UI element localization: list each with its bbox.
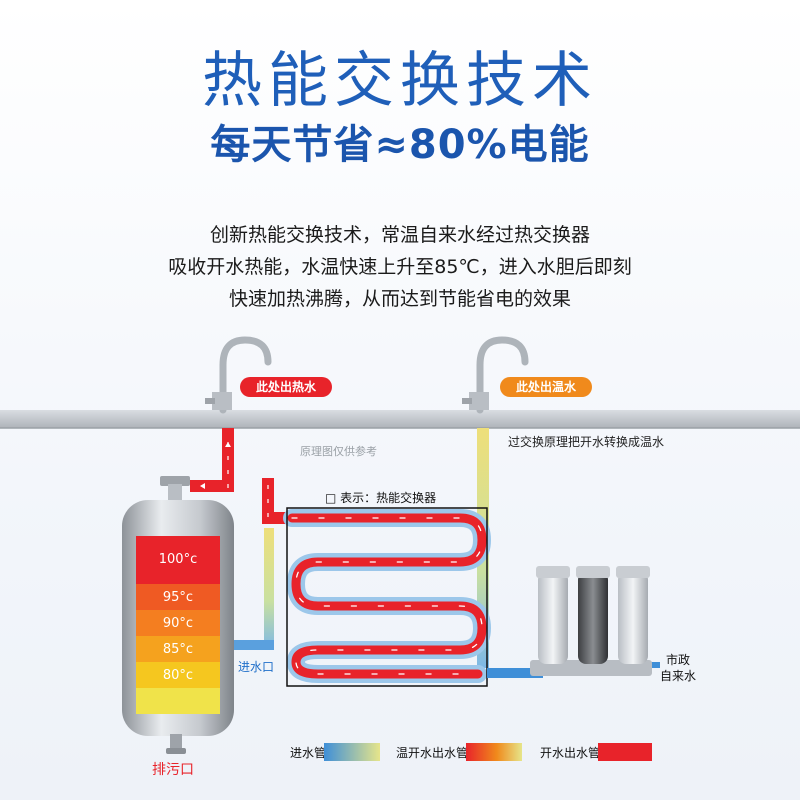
inlet-label: 进水口 bbox=[238, 660, 274, 674]
hot-outlet-badge bbox=[240, 377, 332, 397]
legend-hot-label: 开水出水管 bbox=[540, 745, 600, 760]
tank-level-95: 95°c bbox=[163, 590, 193, 605]
tank-level-90: 90°c bbox=[163, 616, 193, 631]
heat-exchanger-coil bbox=[283, 509, 491, 683]
warm-water-faucet bbox=[462, 336, 529, 414]
flow-arrow-icon bbox=[225, 442, 231, 447]
city-water-pipe bbox=[487, 668, 543, 678]
water-filter-unit bbox=[530, 566, 652, 676]
inlet-pipe bbox=[234, 640, 274, 650]
legend-inlet-swatch bbox=[324, 743, 380, 761]
description-line-1: 创新热能交换技术，常温自来水经过热交换器 bbox=[209, 224, 590, 246]
drain-label: 排污口 bbox=[152, 762, 194, 778]
page-subtitle: 每天节省≈80%电能 bbox=[210, 122, 590, 168]
page-title: 热能交换技术 bbox=[202, 46, 598, 116]
description-line-2: 吸收开水热能，水温快速上升至85℃，进入水胆后即刻 bbox=[168, 256, 632, 278]
heat-exchanger-box bbox=[286, 507, 488, 687]
city-water-label-line-2: 自来水 bbox=[660, 669, 696, 683]
hot-outlet-label: 此处出热水 bbox=[256, 379, 317, 394]
tank-level-80: 80°c bbox=[163, 668, 193, 683]
hot-water-faucet bbox=[205, 336, 272, 414]
legend-warm-label: 温开水出水管 bbox=[396, 745, 468, 760]
legend-hot-swatch bbox=[598, 743, 652, 761]
city-water-label-line-1: 市政 bbox=[666, 652, 690, 667]
exchanger-legend-label: □ 表示：热能交换器 bbox=[325, 490, 436, 505]
countertop bbox=[0, 410, 800, 428]
tank-level-85: 85°c bbox=[163, 642, 193, 657]
tank-level-100: 100°c bbox=[159, 552, 197, 567]
warm-outlet-label: 此处出温水 bbox=[516, 379, 577, 394]
legend-inlet-label: 进水管 bbox=[290, 745, 326, 760]
reference-note: 原理图仅供参考 bbox=[300, 444, 377, 458]
flow-arrow-icon bbox=[200, 483, 205, 489]
warm-outlet-badge bbox=[500, 377, 592, 397]
legend-warm-swatch bbox=[466, 743, 522, 761]
water-tank bbox=[122, 476, 234, 754]
inlet-pipe-riser bbox=[264, 528, 274, 650]
description-line-3: 快速加热沸腾，从而达到节能省电的效果 bbox=[228, 288, 571, 310]
exchange-description: 过交换原理把开水转换成温水 bbox=[508, 434, 664, 449]
